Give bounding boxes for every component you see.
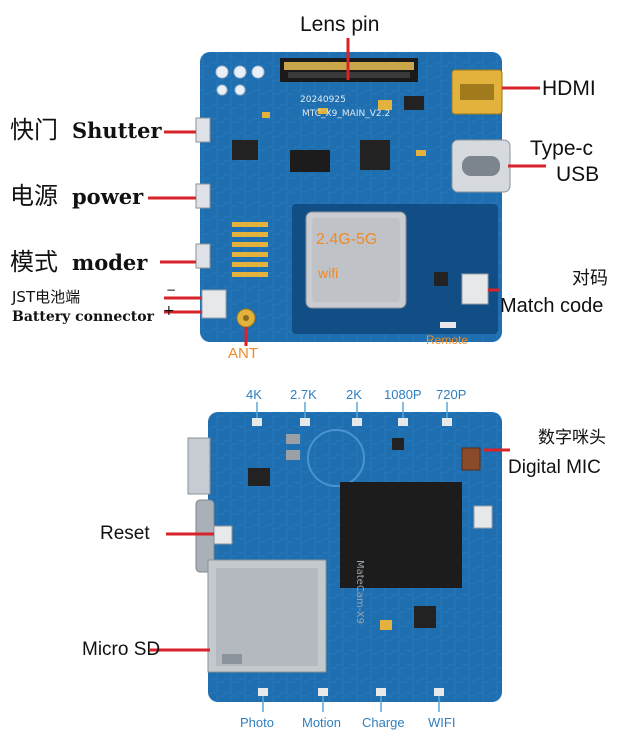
reset-button [213,525,233,545]
mic-label-cn: 数字咪头 [538,428,606,448]
ant-label: ANT [228,345,258,362]
digital-mic [461,447,481,471]
board-date: 20240925 [300,95,346,105]
res-2-7k-label: 2.7K [290,387,317,402]
board-model: MTC_X9_MAIN_V2.2 [302,109,391,119]
mode-label-en: moder [72,250,148,275]
match-code-connector [461,273,489,305]
shutter-switch [195,117,211,143]
res-4k-label: 4K [246,387,262,402]
match-code-label-en: Match code [500,295,604,317]
indicator-leaders [256,402,448,712]
wifi-module-sub: wifi [318,265,339,281]
indicator-wifi-label: WIFI [428,715,456,730]
soc-chip [340,482,462,588]
indicator-motion-label: Motion [302,715,342,730]
lens-pin-label: Lens pin [300,13,380,36]
power-label-en: power [72,184,144,209]
micro-sd-label: Micro SD [82,639,161,660]
mode-label-cn: 模式 [10,248,58,276]
jst-label-en: Battery connector [12,309,154,325]
bottom-board [187,412,502,702]
power-label-cn: 电源 [10,182,58,210]
match-code-label-cn: 对码 [572,268,608,289]
jst-plus-label: + [163,303,175,319]
jst-label-cn: JST电池端 [12,288,81,306]
shutter-label-en: Shutter [72,118,162,143]
res-1080p-label: 1080P [384,387,422,402]
remote-label: Remote [426,333,469,347]
typec-label-line2: USB [556,163,600,186]
mic-label-en: Digital MIC [508,457,601,478]
shutter-label-cn: 快门 [10,116,58,144]
reset-label: Reset [100,523,150,544]
res-720p-label: 720P [436,387,467,402]
power-switch [195,183,211,209]
jst-connector [201,289,227,319]
res-2k-label: 2K [346,387,362,402]
indicator-charge-label: Charge [362,715,405,730]
wifi-module-band: 2.4G-5G [316,231,378,248]
soc-chip-label: MateCam-X9 [354,560,365,625]
indicator-photo-label: Photo [240,715,274,730]
hdmi-label: HDMI [542,77,596,100]
top-board [195,52,511,342]
pointer-lines [148,38,546,652]
mode-switch [195,243,211,269]
jst-minus-label: − [166,283,177,297]
typec-label-line1: Type-c [530,137,594,160]
